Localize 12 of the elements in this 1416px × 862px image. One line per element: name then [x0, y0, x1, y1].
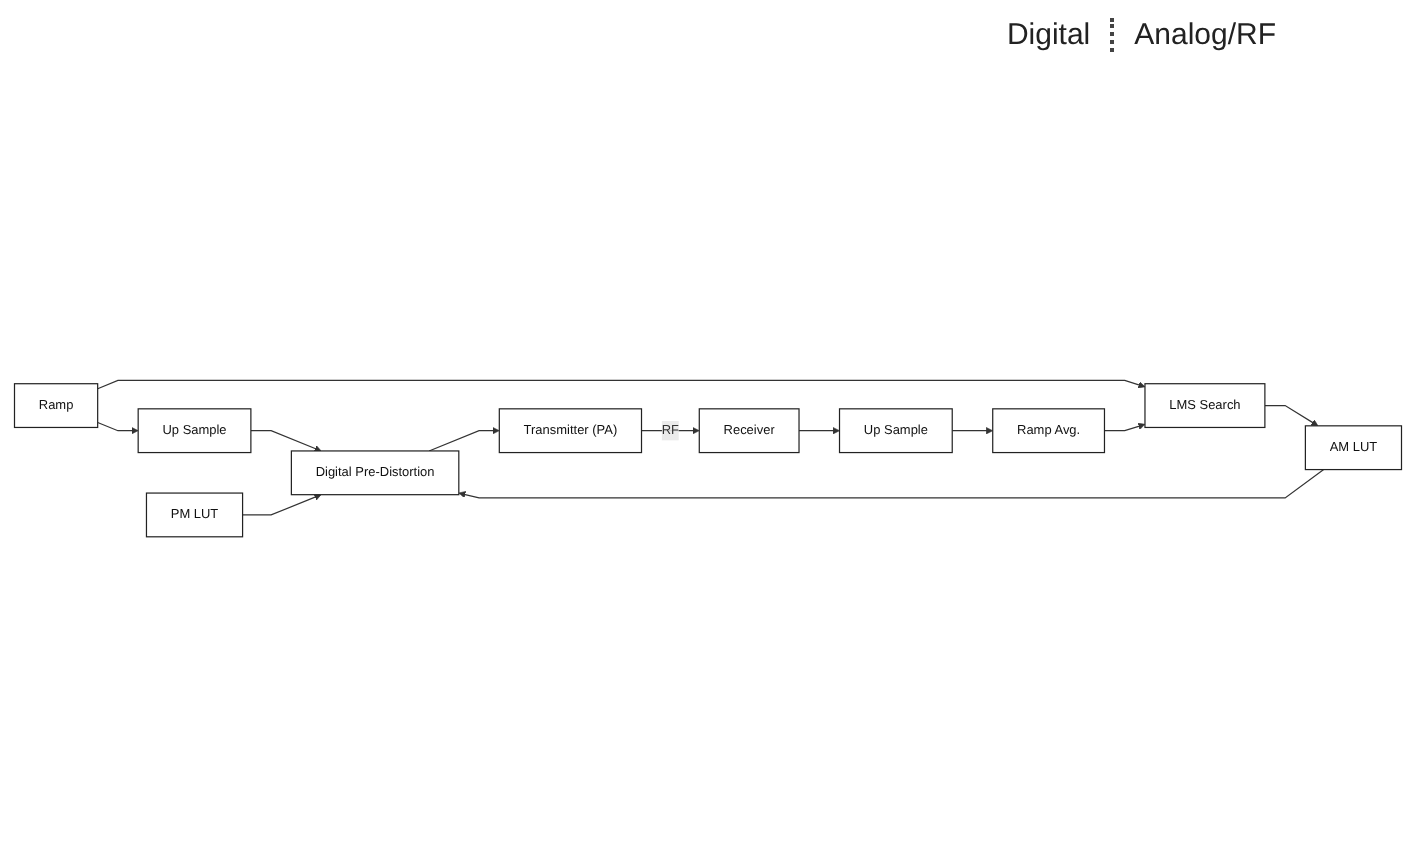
arrow [458, 468, 1325, 498]
arrow [428, 426, 500, 451]
arrow [97, 421, 139, 434]
arrow [951, 426, 994, 434]
region-label: Analog/RF [1132, 17, 1278, 51]
arrow [241, 493, 322, 515]
arrow [1103, 422, 1146, 431]
arrow [97, 379, 1146, 389]
arrow [1264, 404, 1319, 426]
arrow [798, 426, 840, 434]
arrow [250, 429, 322, 452]
region-label: Digital [986, 17, 1115, 51]
